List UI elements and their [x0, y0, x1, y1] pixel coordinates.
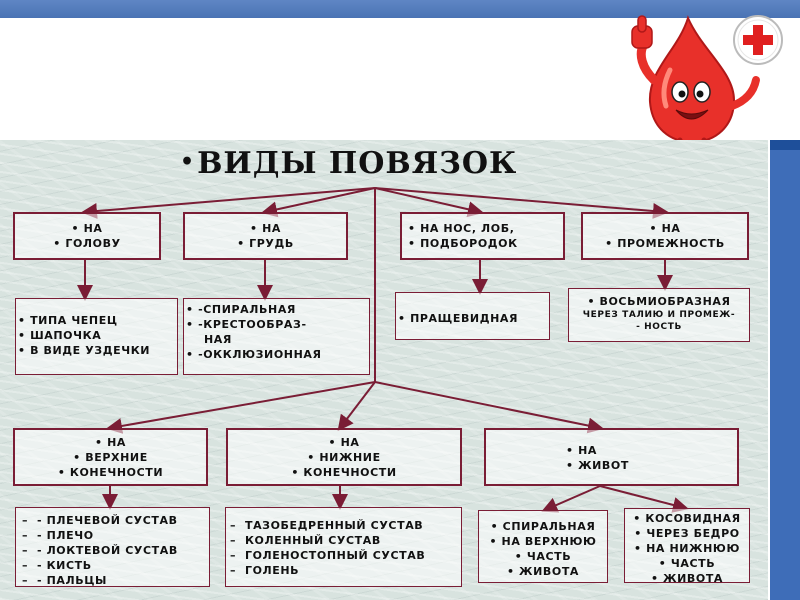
details-perineum-item: ВОСЬМИОБРАЗНАЯ	[569, 294, 749, 309]
category-abdomen: НА ЖИВОТ	[484, 428, 739, 486]
category-upper-limbs-line: ВЕРХНИЕ	[15, 450, 206, 465]
category-perineum-line-1: НА	[583, 221, 747, 236]
category-lower-limbs: НА НИЖНИЕ КОНЕЧНОСТИ	[226, 428, 462, 486]
details-abdomen-spiral-item: НА ВЕРХНЮЮ	[479, 534, 607, 549]
details-abdomen-oblique: КОСОВИДНАЯ ЧЕРЕЗ БЕДРО НА НИЖНЮЮ ЧАСТЬ Ж…	[624, 508, 750, 586]
window-top-bar	[0, 0, 800, 18]
category-lower-limbs-line: НИЖНИЕ	[228, 450, 460, 465]
category-nose-line-2: ПОДБОРОДОК	[408, 236, 563, 251]
details-perineum-item: - НОСТЬ	[636, 322, 682, 332]
category-chest: НА ГРУДЬ	[183, 212, 348, 260]
details-abdomen-spiral-item: СПИРАЛЬНАЯ	[479, 519, 607, 534]
details-head: ТИПА ЧЕПЕЦ ШАПОЧКА В ВИДЕ УЗДЕЧКИ	[15, 298, 178, 375]
diagram-title: •ВИДЫ ПОВЯЗОК	[180, 146, 518, 181]
details-lower-limbs-item: – КОЛЕННЫЙ СУСТАВ	[230, 534, 381, 547]
details-head-item: В ВИДЕ УЗДЕЧКИ	[18, 343, 177, 358]
details-upper-limbs-item: – - КИСТЬ	[22, 559, 92, 572]
details-abdomen-oblique-item: НА НИЖНЮЮ	[625, 541, 749, 556]
slide-right-band-top	[770, 140, 800, 150]
details-abdomen-spiral: СПИРАЛЬНАЯ НА ВЕРХНЮЮ ЧАСТЬ ЖИВОТА	[478, 510, 608, 583]
details-abdomen-spiral-item: ЖИВОТА	[479, 564, 607, 579]
category-abdomen-line: НА	[566, 443, 737, 458]
details-abdomen-oblique-item: ЧАСТЬ	[625, 556, 749, 571]
blood-drop-mascot-icon	[631, 15, 783, 150]
category-chest-line-2: ГРУДЬ	[185, 236, 346, 251]
details-upper-limbs-item: – - ЛОКТЕВОЙ СУСТАВ	[22, 544, 178, 557]
details-abdomen-oblique-item: КОСОВИДНАЯ	[625, 511, 749, 526]
slide-right-band	[770, 140, 800, 600]
category-perineum: НА ПРОМЕЖНОСТЬ	[581, 212, 749, 260]
details-lower-limbs-item: – ГОЛЕНОСТОПНЫЙ СУСТАВ	[230, 549, 426, 562]
details-chest-item: -ОККЛЮЗИОННАЯ	[186, 347, 369, 362]
category-head-line-2: ГОЛОВУ	[15, 236, 159, 251]
details-lower-limbs-item: – ТАЗОБЕДРЕННЫЙ СУСТАВ	[230, 519, 424, 532]
category-chest-line-1: НА	[185, 221, 346, 236]
category-lower-limbs-line: КОНЕЧНОСТИ	[228, 465, 460, 480]
category-lower-limbs-line: НА	[228, 435, 460, 450]
details-chest-item: -КРЕСТООБРАЗ-	[186, 317, 369, 332]
category-nose-forehead-chin: НА НОС, ЛОБ, ПОДБОРОДОК	[400, 212, 565, 260]
category-abdomen-line: ЖИВОТ	[566, 458, 737, 473]
details-head-item: ШАПОЧКА	[18, 328, 177, 343]
details-upper-limbs-item: – - ПАЛЬЦЫ	[22, 574, 108, 587]
category-upper-limbs: НА ВЕРХНИЕ КОНЕЧНОСТИ	[13, 428, 208, 486]
details-head-item: ТИПА ЧЕПЕЦ	[18, 313, 177, 328]
details-perineum-item: ЧЕРЕЗ ТАЛИЮ И ПРОМЕЖ-	[582, 310, 736, 320]
details-upper-limbs-item: – - ПЛЕЧО	[22, 529, 94, 542]
details-upper-limbs: – - ПЛЕЧЕВОЙ СУСТАВ – - ПЛЕЧО – - ЛОКТЕВ…	[15, 507, 210, 587]
details-nose: ПРАЩЕВИДНАЯ	[395, 292, 550, 340]
category-head: НА ГОЛОВУ	[13, 212, 161, 260]
details-lower-limbs-item: – ГОЛЕНЬ	[230, 564, 300, 577]
details-chest: -СПИРАЛЬНАЯ -КРЕСТООБРАЗ- НАЯ -ОККЛЮЗИОН…	[183, 298, 370, 375]
category-head-line-1: НА	[15, 221, 159, 236]
details-abdomen-oblique-item: ЧЕРЕЗ БЕДРО	[625, 526, 749, 541]
details-lower-limbs: – ТАЗОБЕДРЕННЫЙ СУСТАВ – КОЛЕННЫЙ СУСТАВ…	[225, 507, 462, 587]
details-perineum: ВОСЬМИОБРАЗНАЯ ЧЕРЕЗ ТАЛИЮ И ПРОМЕЖ- - Н…	[568, 288, 750, 342]
details-chest-item: -СПИРАЛЬНАЯ	[186, 302, 369, 317]
details-abdomen-spiral-item: ЧАСТЬ	[479, 549, 607, 564]
details-nose-item: ПРАЩЕВИДНАЯ	[398, 311, 549, 326]
details-abdomen-oblique-item: ЖИВОТА	[625, 571, 749, 586]
details-chest-item: НАЯ	[204, 333, 232, 346]
category-upper-limbs-line: НА	[15, 435, 206, 450]
category-upper-limbs-line: КОНЕЧНОСТИ	[15, 465, 206, 480]
category-nose-line-1: НА НОС, ЛОБ,	[408, 221, 563, 236]
details-upper-limbs-item: – - ПЛЕЧЕВОЙ СУСТАВ	[22, 514, 178, 527]
category-perineum-line-2: ПРОМЕЖНОСТЬ	[583, 236, 747, 251]
